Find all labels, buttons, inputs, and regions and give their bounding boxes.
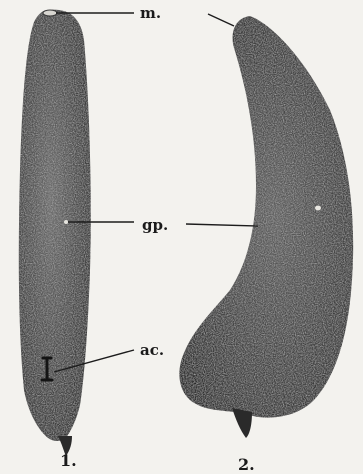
label-mouth: m. xyxy=(140,4,161,22)
mouth-opening xyxy=(43,10,57,16)
label-genital-pore: gp. xyxy=(142,216,168,234)
genital-pore-leader-line-2 xyxy=(186,224,258,226)
specimen-1-body xyxy=(19,10,91,441)
specimen-2 xyxy=(179,16,353,438)
figure-number-2: 2. xyxy=(238,455,255,474)
mouth-leader-line-2 xyxy=(208,14,234,26)
specimen-1 xyxy=(19,10,91,456)
specimen-2-tail xyxy=(232,408,252,438)
label-acetabulum: ac. xyxy=(140,341,164,359)
genital-pore-dot xyxy=(64,220,68,224)
figure-number-1: 1. xyxy=(60,451,77,470)
specimen-2-spot xyxy=(315,206,321,211)
specimen-2-body xyxy=(179,16,353,418)
